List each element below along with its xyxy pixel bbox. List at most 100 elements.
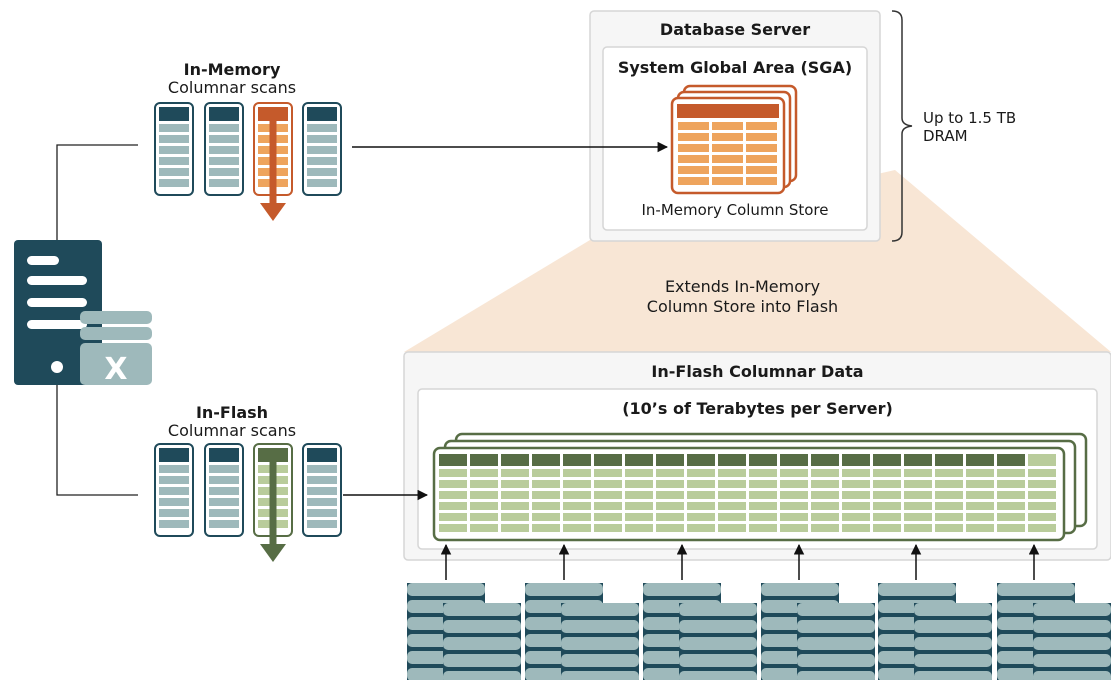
table-cell: [935, 469, 963, 477]
table-cell: [563, 524, 591, 532]
table-header-cell: [811, 454, 839, 466]
table-cell: [532, 513, 560, 521]
table-cell: [749, 491, 777, 499]
dram-label-line1: Up to 1.5 TB: [923, 109, 1017, 127]
table-cell: [718, 524, 746, 532]
table-cell: [811, 480, 839, 488]
table-cell: [625, 524, 653, 532]
table-cell: [718, 502, 746, 510]
table-header: [677, 104, 779, 118]
table-cell: [678, 144, 709, 152]
table-cell: [501, 480, 529, 488]
table-cell: [712, 155, 743, 163]
table-cell: [656, 502, 684, 510]
in-flash-title: In-Flash: [195, 403, 269, 422]
table-cell: [439, 480, 467, 488]
table-cell: [966, 480, 994, 488]
table-cell: [997, 524, 1025, 532]
table-cell: [873, 524, 901, 532]
column-icon: [253, 102, 293, 221]
table-cell: [687, 469, 715, 477]
table-header-cell: [873, 454, 901, 466]
scan-arrow-shaft: [269, 115, 277, 213]
table-cell: [997, 491, 1025, 499]
table-cell: [718, 469, 746, 477]
table-header-cell: [501, 454, 529, 466]
table-cell: [501, 524, 529, 532]
table-cell: [656, 491, 684, 499]
table-cell: [749, 502, 777, 510]
table-cell: [746, 155, 777, 163]
table-cell: [749, 469, 777, 477]
table-cell: [746, 133, 777, 141]
table-cell: [1028, 491, 1056, 499]
table-cell: [712, 166, 743, 174]
table-cell: [842, 502, 870, 510]
storage-stack-icon: [407, 583, 521, 680]
table-cell: [439, 502, 467, 510]
table-cell: [563, 502, 591, 510]
table-cell: [439, 469, 467, 477]
storage-stack-icon: [525, 583, 639, 680]
table-cell: [811, 491, 839, 499]
table-header-cell: [532, 454, 560, 466]
table-cell: [1028, 480, 1056, 488]
table-cell: [687, 513, 715, 521]
table-cell: [563, 480, 591, 488]
table-cell: [873, 469, 901, 477]
in-memory-column-store-icon: [670, 84, 798, 195]
table-cell: [470, 491, 498, 499]
table-cell: [470, 502, 498, 510]
table-cell: [997, 469, 1025, 477]
table-cell: [966, 513, 994, 521]
table-cell: [594, 513, 622, 521]
table-cell: [712, 144, 743, 152]
table-cell: [563, 513, 591, 521]
in-memory-column-icons: [154, 102, 342, 221]
column-icon: [302, 102, 342, 196]
table-header-cell: [997, 454, 1025, 466]
extension-funnel: [404, 170, 1111, 352]
table-cell: [746, 122, 777, 130]
scan-arrow-shaft: [269, 456, 277, 554]
table-cell: [470, 524, 498, 532]
in-flash-box-title: In-Flash Columnar Data: [651, 362, 864, 381]
table-cell: [780, 513, 808, 521]
table-cell: [904, 469, 932, 477]
storage-stack-icon: [643, 583, 757, 680]
in-flash-table-icon: [432, 432, 1088, 542]
table-cell: [780, 524, 808, 532]
table-header-cell: [594, 454, 622, 466]
table-cell: [780, 480, 808, 488]
table-header-cell: [439, 454, 467, 466]
table-cell: [712, 133, 743, 141]
table-cell: [966, 524, 994, 532]
column-icon: [253, 443, 293, 562]
table-cell: [873, 491, 901, 499]
table-cell: [873, 502, 901, 510]
in-flash-column-icons: [154, 443, 342, 562]
table-cell: [904, 502, 932, 510]
table-cell: [594, 480, 622, 488]
table-cell: [625, 491, 653, 499]
table-cell: [718, 491, 746, 499]
table-cell: [532, 524, 560, 532]
table-cell: [749, 513, 777, 521]
table-cell: [811, 469, 839, 477]
table-cell: [594, 469, 622, 477]
table-header-cell: [904, 454, 932, 466]
extends-label-line1: Extends In-Memory: [664, 277, 821, 296]
table-cell: [712, 122, 743, 130]
table-cell: [594, 502, 622, 510]
table-cell: [935, 502, 963, 510]
table-cell: [904, 524, 932, 532]
table-cell: [746, 166, 777, 174]
table-cell: [594, 524, 622, 532]
table-header-cell: [656, 454, 684, 466]
table-cell: [439, 524, 467, 532]
table-header-cell: [470, 454, 498, 466]
table-cell: [656, 469, 684, 477]
table-header-cell: [563, 454, 591, 466]
table-cell: [873, 480, 901, 488]
